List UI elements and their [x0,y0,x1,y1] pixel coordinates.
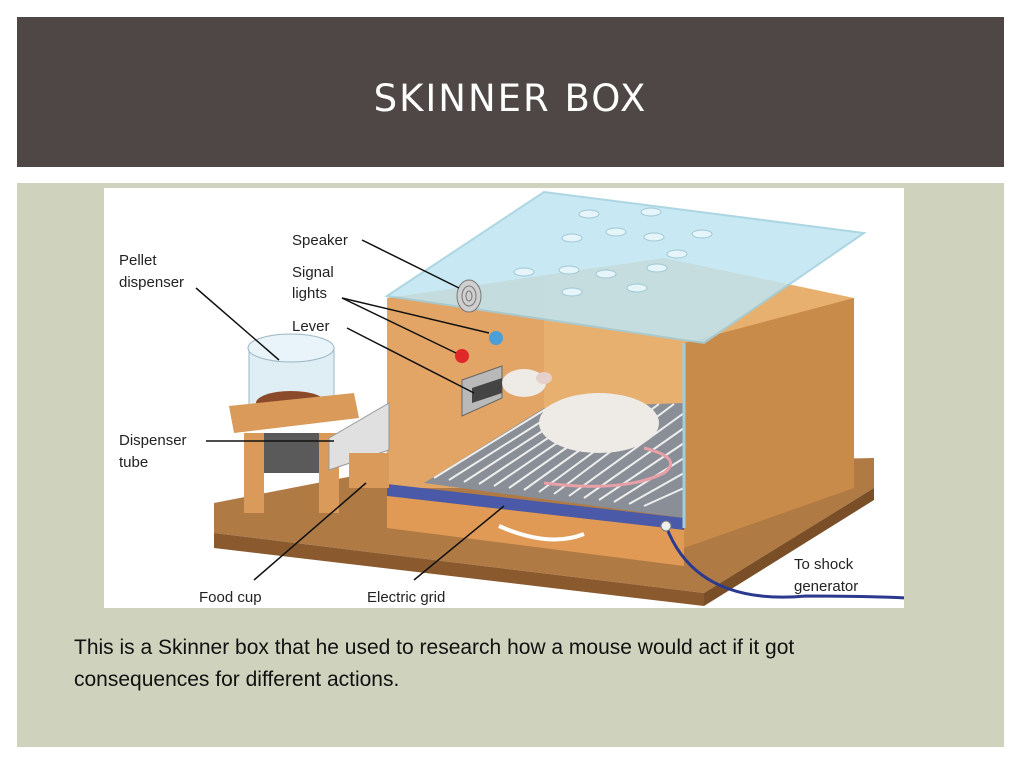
skinner-box-diagram: Speaker Signal lights Lever Pellet dispe… [104,188,904,608]
label-shock-generator: To shock [794,556,854,573]
drawer [387,496,684,566]
label-electric-grid: Electric grid [367,589,445,606]
label-food-cup: Food cup [199,589,262,606]
label-pellet-dispenser-2: dispenser [119,274,184,291]
shock-wire [664,525,904,600]
label-dispenser-tube: Dispenser [119,432,187,449]
label-lever: Lever [292,318,330,335]
grid-bar [387,484,684,530]
signal-light-blue [489,331,503,345]
lever [461,365,503,417]
label-signal-lights-2: lights [292,285,327,302]
label-signal-lights: Signal [292,264,334,281]
label-dispenser-tube-2: tube [119,454,148,471]
label-pellet-dispenser: Pellet [119,252,157,269]
glass-lid [384,190,867,345]
title-bar: SKINNER BOX [17,17,1004,167]
label-speaker: Speaker [292,232,348,249]
label-shock-generator-2: generator [794,578,858,595]
slide-title: SKINNER BOX [373,77,648,120]
dispenser-tube [328,402,390,488]
slide-caption: This is a Skinner box that he used to re… [74,636,795,691]
box-right-wall [684,298,854,548]
rat-illustration [502,369,673,488]
speaker-icon [456,279,482,313]
signal-light-red [455,349,469,363]
